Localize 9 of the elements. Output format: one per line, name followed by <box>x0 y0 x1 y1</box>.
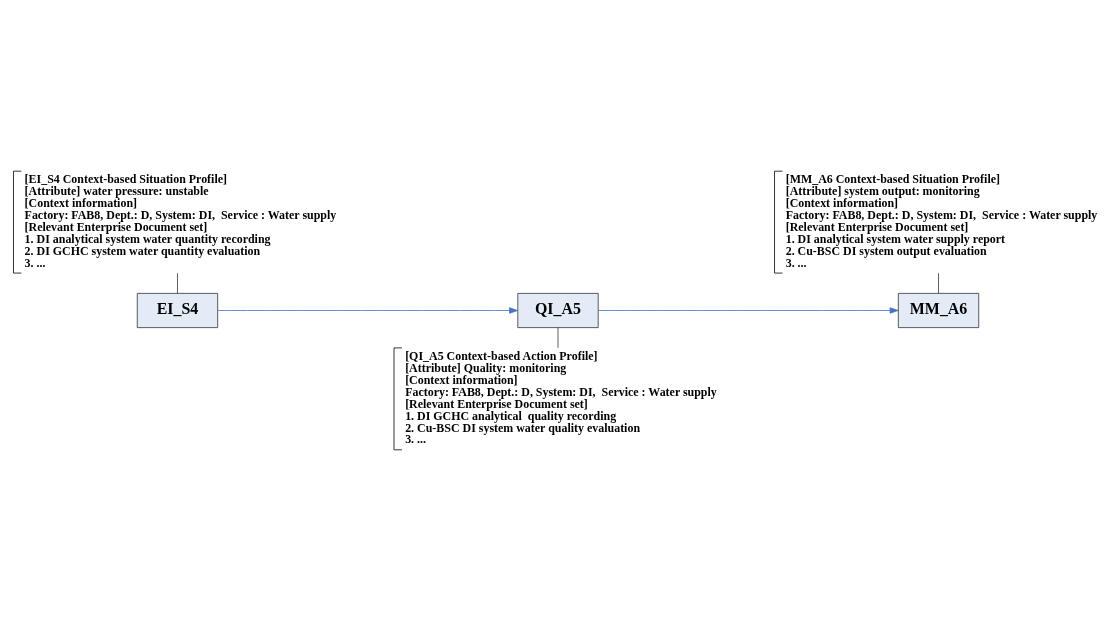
node-text: [QI_A5 Context-based Action Profile] [Attribute] Quality: monitoring [Context information] Factory: FAB8, Dept.: D, System: DI, Service : Water supply [Relevant Enterprise Document set] 1. DI GCHC analytical quality recording 2. Cu-BSC DI system water quality evaluation 3. ... <box>405 348 717 447</box>
node-text: [EI_S4 Context-based Situation Profile] [Attribute] water pressure: unstable [Context information] Factory: FAB8, Dept.: D, System: DI, Service : Water supply [Relevant Enterprise Document set] 1. DI analytical system water quantity recording 2. DI GCHC system water quantity evaluation 3. ... <box>24 172 337 270</box>
node-box: EI_S4 <box>136 293 219 328</box>
node-text: [MM_A6 Context-based Situation Profile] [Attribute] system output: monitoring [Context information] Factory: FAB8, Dept.: D, System: DI, Service : Water supply [Relevant Enterprise Document set] 1. DI analytical system water supply report 2. Cu-BSC DI system output evaluation 3. ... <box>785 172 1098 270</box>
node-box: QI_A5 <box>517 293 599 328</box>
arrow <box>217 307 518 314</box>
arrow <box>597 307 899 314</box>
node-box: MM_A6 <box>897 293 980 328</box>
connector <box>938 272 939 294</box>
